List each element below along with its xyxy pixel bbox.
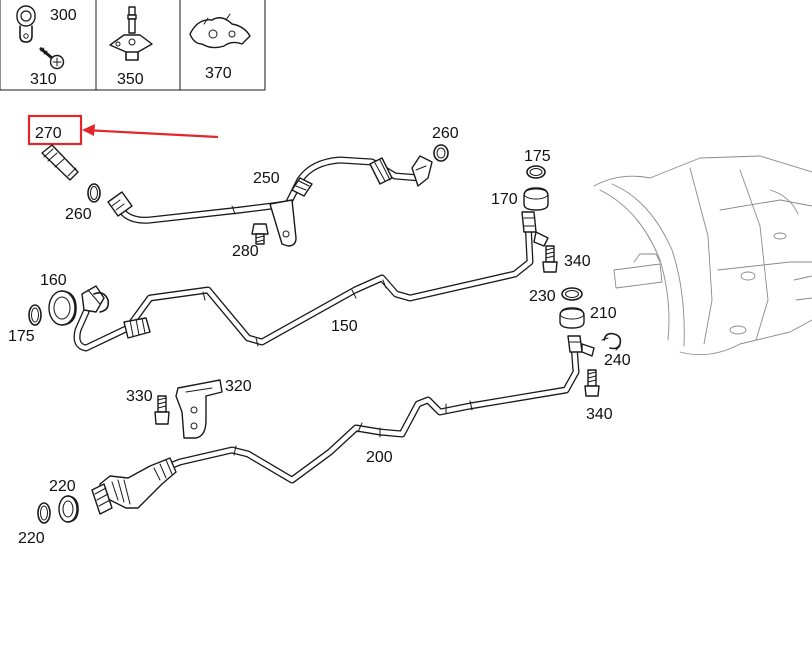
seal-160 [48, 290, 77, 326]
highlight-marker [27, 114, 219, 146]
o-ring-220 [37, 502, 51, 524]
callout-260-right: 260 [432, 125, 459, 142]
o-ring-inner [529, 168, 543, 176]
pipe-150 [73, 211, 549, 352]
highlight-arrowhead [82, 124, 95, 136]
callout-175-top: 175 [524, 148, 551, 165]
callout-200: 200 [366, 449, 393, 466]
callout-220-bottom: 220 [18, 530, 45, 547]
seal-210 [559, 307, 585, 329]
transmission-housing [593, 155, 812, 356]
o-ring-inner [90, 186, 98, 200]
o-ring-260 [433, 144, 449, 162]
pipe-250 [107, 155, 433, 247]
o-ring-inner [40, 505, 48, 521]
o-ring-230 [561, 287, 583, 301]
callout-240: 240 [604, 352, 631, 369]
seal-220 [58, 495, 79, 523]
o-ring-175 [28, 304, 42, 326]
hose-clamp-icon [16, 5, 36, 43]
callout-260-left: 260 [65, 206, 92, 223]
bracket-320 [175, 379, 223, 439]
o-ring-260 [87, 183, 101, 203]
callout-280: 280 [232, 243, 259, 260]
callout-220-top: 220 [49, 478, 76, 495]
legend-label-310: 310 [30, 71, 57, 88]
callout-340-top: 340 [564, 253, 591, 270]
callout-175-left: 175 [8, 328, 35, 345]
callout-320: 320 [225, 378, 252, 395]
o-ring-inner [436, 147, 446, 159]
clip-240 [601, 332, 622, 351]
callout-340-bottom: 340 [586, 406, 613, 423]
screw-icon [39, 46, 65, 70]
fitting-270 [41, 144, 79, 181]
pipe-200 [91, 335, 595, 515]
callout-330: 330 [126, 388, 153, 405]
o-ring-175 [526, 165, 546, 179]
o-ring-inner [565, 290, 579, 298]
callout-160: 160 [40, 272, 67, 289]
callout-170: 170 [491, 191, 518, 208]
callout-210: 210 [590, 305, 617, 322]
callout-270: 270 [35, 125, 62, 142]
seal-170 [523, 187, 549, 211]
bolt-340 [584, 369, 600, 397]
callout-150: 150 [331, 318, 358, 335]
callout-230: 230 [529, 288, 556, 305]
bolt-330 [154, 395, 170, 425]
legend-label-300: 300 [50, 7, 77, 24]
callout-250: 250 [253, 170, 280, 187]
legend-panel: 300 310 350 370 [0, 0, 266, 91]
o-ring-inner [31, 307, 39, 323]
highlight-arrow [83, 128, 219, 139]
holder-clip-icon [189, 13, 251, 49]
highlight-box [27, 114, 83, 146]
legend-label-350: 350 [117, 71, 144, 88]
bolt-340 [542, 245, 558, 273]
bracket-stud-icon [109, 6, 153, 61]
legend-label-370: 370 [205, 65, 232, 82]
bolt-280 [251, 223, 269, 245]
